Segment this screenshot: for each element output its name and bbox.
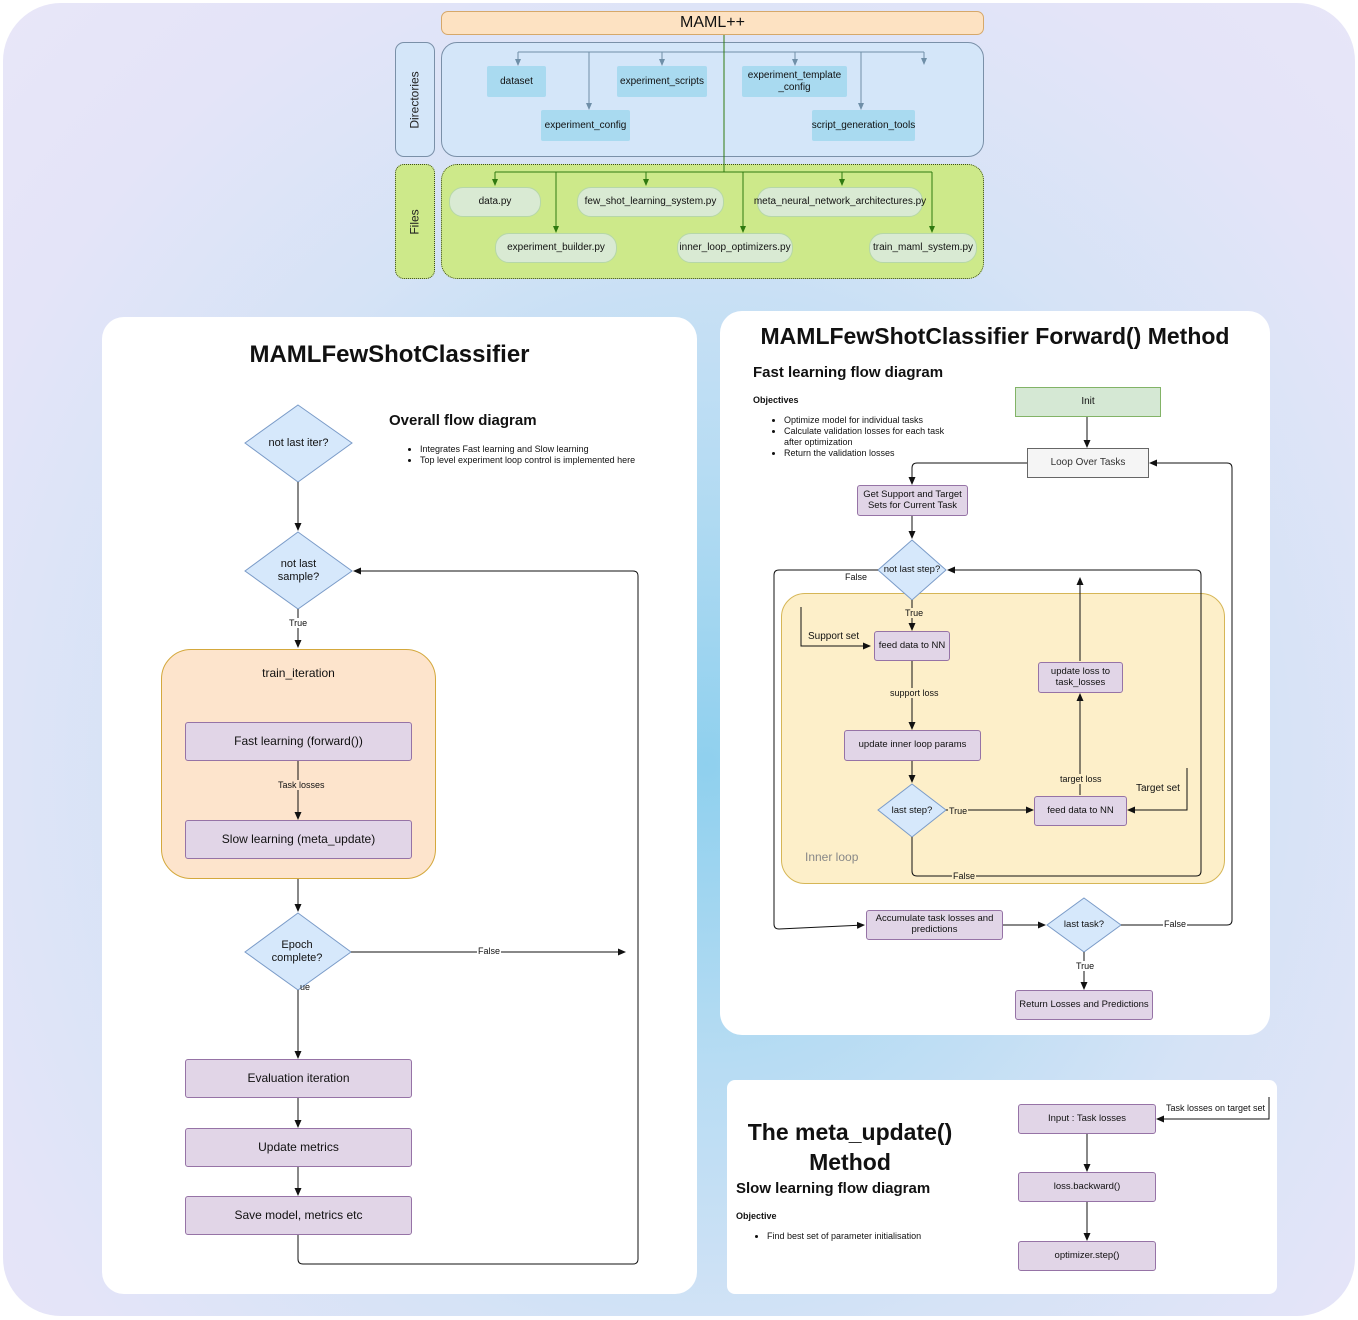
classifier-subtitle: Overall flow diagram: [389, 412, 537, 429]
file-train-maml-system: train_maml_system.py: [869, 233, 977, 263]
dir-experiment-scripts: experiment_scripts: [617, 66, 707, 97]
edge-label-true: True: [288, 618, 309, 628]
forward-objectives-heading: Objectives: [753, 395, 799, 405]
classifier-bullets: Integrates Fast learning and Slow learni…: [406, 444, 686, 466]
directories-header: [395, 42, 435, 157]
file-meta-neural-network-architectures: meta_neural_network_architectures.py: [754, 187, 926, 217]
not-last-sample-label: not last sample?: [277, 558, 320, 583]
file-few-shot-learning-system: few_shot_learning_system.py: [577, 187, 724, 217]
meta-update-title: The meta_update() Method: [747, 1119, 953, 1175]
file-inner-loop-optimizers: inner_loop_optimizers.py: [677, 233, 793, 263]
not-last-iter-label: not last iter?: [268, 436, 329, 449]
edge-label-support-loss: support loss: [889, 688, 940, 698]
accumulate-node: Accumulate task losses and predictions: [866, 910, 1003, 940]
update-metrics-node: Update metrics: [185, 1128, 412, 1167]
last-task-label: last task?: [1063, 918, 1105, 930]
dir-experiment-template-config: experiment_template _config: [742, 66, 847, 97]
forward-objective: Calculate validation losses for each tas…: [784, 426, 960, 448]
save-model-node: Save model, metrics etc: [185, 1196, 412, 1235]
fast-learning-node: Fast learning (forward()): [185, 722, 412, 761]
return-losses-node: Return Losses and Predictions: [1015, 990, 1153, 1020]
task-losses-target-label: Task losses on target set: [1166, 1103, 1266, 1113]
feed-nn-support-node: feed data to NN: [874, 631, 950, 661]
dir-experiment-config: experiment_config: [541, 110, 630, 141]
last-step-label: last step?: [891, 804, 933, 816]
classifier-bullet: Top level experiment loop control is imp…: [420, 455, 686, 466]
meta-update-subtitle: Slow learning flow diagram: [736, 1180, 931, 1197]
forward-objectives: Optimize model for individual tasks Calc…: [770, 415, 960, 459]
edge-label-true-1: True: [904, 608, 925, 618]
get-sets-node: Get Support and Target Sets for Current …: [857, 485, 968, 516]
edge-label-true-2: True: [948, 806, 969, 816]
forward-subtitle: Fast learning flow diagram: [753, 364, 944, 381]
target-set-label: Target set: [1136, 783, 1180, 794]
file-experiment-builder: experiment_builder.py: [495, 233, 617, 263]
feed-nn-target-node: feed data to NN: [1034, 796, 1127, 826]
support-set-label: Support set: [808, 631, 860, 642]
files-label: Files: [408, 208, 422, 235]
forward-objective: Optimize model for individual tasks: [784, 415, 960, 426]
directories-label: Directories: [408, 70, 423, 129]
edge-label-false-1: False: [844, 572, 869, 582]
edge-label-false: False: [477, 946, 502, 956]
classifier-title: MAMLFewShotClassifier: [249, 341, 530, 368]
forward-objective: Return the validation losses: [784, 448, 960, 459]
evaluation-iteration-node: Evaluation iteration: [185, 1059, 412, 1098]
file-data-py: data.py: [449, 187, 541, 217]
update-inner-params-node: update inner loop params: [844, 730, 981, 761]
edge-label-target-loss: target loss: [1059, 774, 1103, 784]
root-title: MAML++: [680, 13, 745, 31]
meta-update-objective-heading: Objective: [736, 1211, 777, 1221]
edge-label-true-3: True: [1075, 961, 1096, 971]
inner-loop-label: Inner loop: [805, 850, 859, 864]
dir-dataset: dataset: [487, 66, 546, 97]
root-title-bar: MAML++: [441, 11, 984, 35]
classifier-bullet: Integrates Fast learning and Slow learni…: [420, 444, 686, 455]
slow-learning-node: Slow learning (meta_update): [185, 820, 412, 859]
edge-label-false-2: False: [952, 871, 977, 881]
files-header: [395, 164, 435, 279]
meta-update-objectives: Find best set of parameter initialisatio…: [753, 1231, 953, 1242]
forward-title: MAMLFewShotClassifier Forward() Method: [760, 323, 1230, 349]
epoch-complete-label: Epoch complete?: [271, 939, 323, 964]
edge-label-true-fragment: ue: [300, 982, 311, 992]
train-iteration-title: train_iteration: [262, 666, 335, 680]
update-loss-node: update loss to task_losses: [1038, 662, 1123, 693]
edge-label-task-losses: Task losses: [277, 780, 326, 790]
loop-over-tasks-node: Loop Over Tasks: [1027, 448, 1149, 478]
edge-label-false-3: False: [1163, 919, 1188, 929]
input-task-losses-node: Input : Task losses: [1018, 1104, 1156, 1134]
dir-script-generation-tools: script_generation_tools: [812, 110, 915, 141]
optimizer-step-node: optimizer.step(): [1018, 1241, 1156, 1271]
meta-update-objective: Find best set of parameter initialisatio…: [767, 1231, 953, 1242]
not-last-step-label: not last step?: [883, 563, 941, 575]
loss-backward-node: loss.backward(): [1018, 1172, 1156, 1202]
init-node: Init: [1015, 387, 1161, 417]
